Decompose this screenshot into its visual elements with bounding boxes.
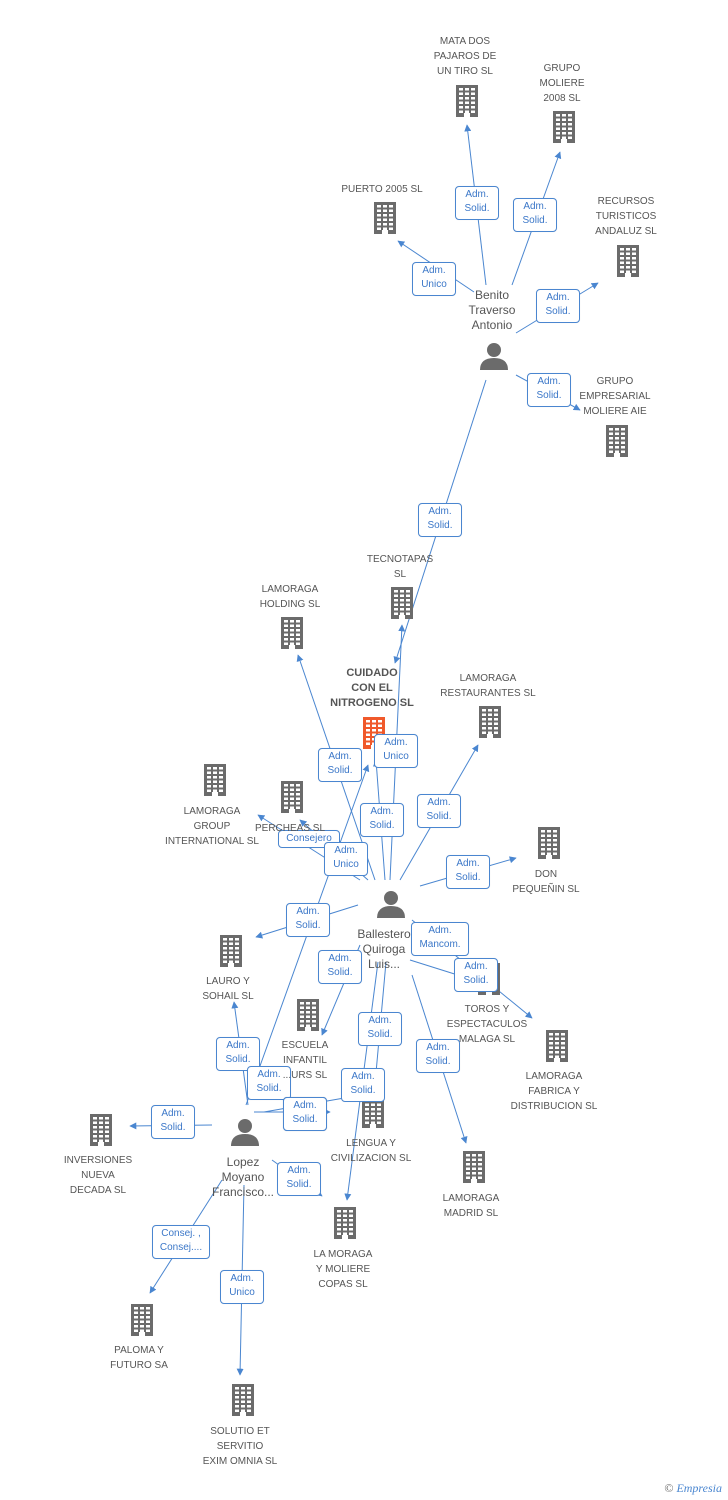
building-icon-fabrica[interactable] [546, 1030, 568, 1062]
edge-label-benito-to-grupoaie[interactable]: Adm. Solid. [527, 373, 571, 407]
building-icon-grupo2008[interactable] [553, 111, 575, 143]
edge-label-lopez-to-lauro[interactable]: Adm. Solid. [216, 1037, 260, 1071]
building-icon-puerto[interactable] [374, 202, 396, 234]
edge-label-ballestero-to-restaurantes[interactable]: Adm. Solid. [417, 794, 461, 828]
building-icon-recursos[interactable] [617, 245, 639, 277]
node-label-fabrica[interactable]: LAMORAGA FABRICA Y DISTRIBUCION SL [510, 1071, 598, 1112]
building-icon-mata[interactable] [456, 85, 478, 117]
building-icon-paloma[interactable] [131, 1304, 153, 1336]
edge-label-benito-to-main[interactable]: Adm. Solid. [418, 503, 462, 537]
node-label-ballestero[interactable]: Ballestero Quiroga Luis... [357, 927, 411, 971]
copyright-symbol: © [664, 1481, 674, 1495]
building-icon-inversiones[interactable] [90, 1114, 112, 1146]
node-label-escuela[interactable]: ESCUELA INFANTIL ...URS SL [281, 1040, 329, 1081]
node-label-groupint[interactable]: LAMORAGA GROUP INTERNATIONAL SL [165, 806, 259, 847]
node-label-main[interactable]: CUIDADO CON EL NITROGENO SL [330, 667, 414, 709]
edge-label-lopez-to-copas[interactable]: Adm. Solid. [277, 1162, 321, 1196]
edge-label-ballestero-to-lengua[interactable]: Adm. Solid. [358, 1012, 402, 1046]
nodes-layer [90, 85, 639, 1416]
node-label-tecnotapas[interactable]: TECNOTAPAS SL [366, 554, 434, 580]
node-label-recursos[interactable]: RECURSOS TURISTICOS ANDALUZ SL [595, 196, 657, 237]
node-label-holding[interactable]: LAMORAGA HOLDING SL [259, 584, 321, 610]
node-label-solutio[interactable]: SOLUTIO ET SERVITIO EXIM OMNIA SL [202, 1426, 278, 1467]
building-icon-madrid[interactable] [463, 1151, 485, 1183]
node-label-paloma[interactable]: PALOMA Y FUTURO SA [110, 1345, 168, 1371]
node-label-mata[interactable]: MATA DOS PAJAROS DE UN TIRO SL [433, 36, 497, 77]
edge-label-lopez-to-inversiones[interactable]: Adm. Solid. [151, 1105, 195, 1139]
building-icon-percheas[interactable] [281, 781, 303, 813]
building-icon-holding[interactable] [281, 617, 303, 649]
edge-label-lopez-to-lengua[interactable]: Adm. Solid. [283, 1097, 327, 1131]
edge-label-lopez-to-solutio[interactable]: Adm. Unico [220, 1270, 264, 1304]
node-label-lauro[interactable]: LAURO Y SOHAIL SL [202, 976, 254, 1002]
edge-label-ballestero-to-escuela[interactable]: Adm. Solid. [318, 950, 362, 984]
edge-label-benito-to-puerto[interactable]: Adm. Unico [412, 262, 456, 296]
building-icon-don[interactable] [538, 827, 560, 859]
edge-label-ballestero-to-tecnotapas[interactable]: Adm. Unico [374, 734, 418, 768]
node-label-benito[interactable]: Benito Traverso Antonio [468, 288, 516, 332]
edge-label-benito-to-grupo2008[interactable]: Adm. Solid. [513, 198, 557, 232]
building-icon-lauro[interactable] [220, 935, 242, 967]
building-icon-grupoaie[interactable] [606, 425, 628, 457]
building-icon-solutio[interactable] [232, 1384, 254, 1416]
node-label-percheas[interactable]: PERCHEAS SL [254, 823, 326, 834]
edge-label-ballestero-to-holding[interactable]: Adm. Solid. [318, 748, 362, 782]
edge-label-benito-to-recursos[interactable]: Adm. Solid. [536, 289, 580, 323]
edge-label-benito-to-mata[interactable]: Adm. Solid. [455, 186, 499, 220]
node-label-puerto[interactable]: PUERTO 2005 SL [341, 184, 423, 195]
edge-label-lopez-to-main[interactable]: Adm. Solid. [247, 1066, 291, 1100]
node-label-grupoaie[interactable]: GRUPO EMPRESARIAL MOLIERE AIE [579, 376, 651, 417]
node-label-grupo2008[interactable]: GRUPO MOLIERE 2008 SL [539, 63, 585, 104]
edge-label-lopez-to-paloma[interactable]: Consej. , Consej.... [152, 1225, 210, 1259]
person-icon-benito[interactable] [480, 343, 508, 370]
building-icon-restaurantes[interactable] [479, 706, 501, 738]
node-label-toros[interactable]: TOROS Y ESPECTACULOS MALAGA SL [446, 1004, 528, 1045]
edge-label-ballestero-to-don[interactable]: Adm. Solid. [446, 855, 490, 889]
edge-label-ballestero-to-percheas[interactable]: Adm. Unico [324, 842, 368, 876]
edge-label-ballestero-to-toros[interactable]: Adm. Mancom. [411, 922, 469, 956]
building-icon-tecnotapas[interactable] [391, 587, 413, 619]
node-label-lopez[interactable]: Lopez Moyano Francisco... [211, 1155, 274, 1199]
edge-label-ballestero-to-main[interactable]: Adm. Solid. [360, 803, 404, 837]
building-icon-escuela[interactable] [297, 999, 319, 1031]
brand-logo: Empresia [676, 1481, 722, 1495]
edge-label-ballestero-to-madrid[interactable]: Adm. Solid. [416, 1039, 460, 1073]
building-icon-groupint[interactable] [204, 764, 226, 796]
edge-label-ballestero-to-fabrica[interactable]: Adm. Solid. [454, 958, 498, 992]
node-label-copas[interactable]: LA MORAGA Y MOLIERE COPAS SL [313, 1249, 373, 1290]
person-icon-lopez[interactable] [231, 1119, 259, 1146]
building-icon-copas[interactable] [334, 1207, 356, 1239]
node-label-lengua[interactable]: LENGUA Y CIVILIZACION SL [330, 1138, 412, 1164]
footer-brand[interactable]: ©Empresia [664, 1481, 722, 1496]
node-label-don[interactable]: DON PEQUEÑIN SL [512, 869, 580, 895]
node-label-restaurantes[interactable]: LAMORAGA RESTAURANTES SL [440, 673, 536, 699]
node-label-madrid[interactable]: LAMORAGA MADRID SL [442, 1193, 500, 1219]
person-icon-ballestero[interactable] [377, 891, 405, 918]
node-label-inversiones[interactable]: INVERSIONES NUEVA DECADA SL [63, 1155, 133, 1196]
edge-label-ballestero-to-lauro[interactable]: Adm. Solid. [286, 903, 330, 937]
edge-label-ballestero-to-copas[interactable]: Adm. Solid. [341, 1068, 385, 1102]
